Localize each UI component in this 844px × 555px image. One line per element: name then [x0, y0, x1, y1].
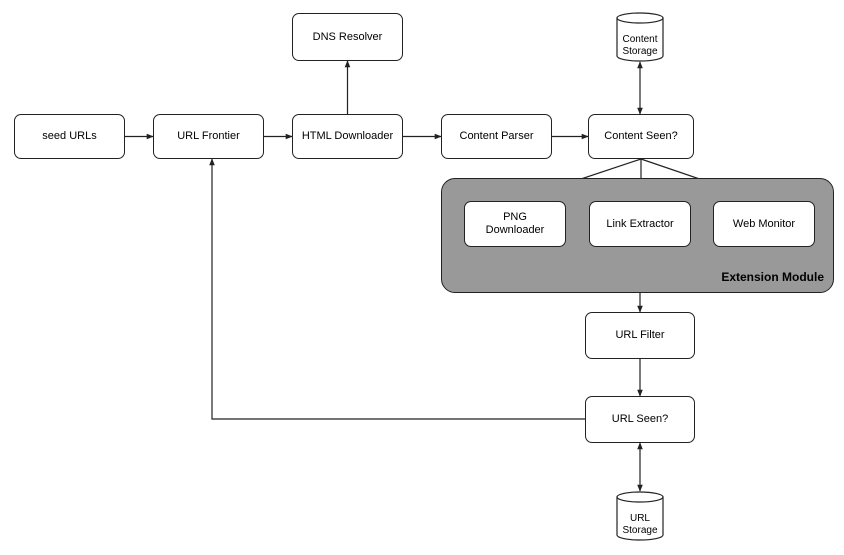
web-monitor-node: Web Monitor: [713, 201, 815, 247]
html-downloader-node: HTML Downloader: [292, 114, 403, 159]
content-storage-cylinder-icon: [616, 12, 664, 62]
png-downloader-label: PNG Downloader: [485, 211, 545, 236]
content-storage-label-box: Content Storage: [616, 24, 664, 63]
url-filter-node: URL Filter: [585, 312, 695, 359]
url-frontier-node: URL Frontier: [153, 114, 264, 159]
url-filter-label: URL Filter: [615, 329, 665, 341]
dns-resolver-label: DNS Resolver: [312, 30, 383, 43]
url-storage-label: URL Storage: [622, 513, 658, 536]
content-parser-label: Content Parser: [459, 130, 534, 142]
url-frontier-label: URL Frontier: [177, 130, 240, 142]
link-extractor-node: Link Extractor: [589, 201, 691, 247]
url-seen-label: URL Seen?: [611, 413, 669, 425]
content-storage-label: Content Storage: [622, 34, 658, 57]
url-storage-label-box: URL Storage: [616, 503, 664, 542]
png-downloader-node: PNG Downloader: [464, 201, 566, 247]
seed-urls-label: seed URLs: [42, 130, 97, 142]
seed-urls-node: seed URLs: [14, 114, 125, 159]
arrow-url-seen-to-frontier: [209, 158, 585, 420]
url-seen-node: URL Seen?: [585, 396, 695, 443]
url-storage-cylinder-icon: [616, 491, 664, 541]
content-seen-node: Content Seen?: [588, 114, 694, 159]
link-extractor-label: Link Extractor: [606, 217, 674, 230]
html-downloader-label: HTML Downloader: [301, 130, 394, 142]
web-monitor-label: Web Monitor: [732, 217, 796, 230]
dns-resolver-node: DNS Resolver: [292, 13, 403, 61]
content-seen-label: Content Seen?: [604, 130, 678, 142]
extension-module-label: Extension Module: [721, 270, 824, 284]
content-parser-node: Content Parser: [441, 114, 552, 159]
